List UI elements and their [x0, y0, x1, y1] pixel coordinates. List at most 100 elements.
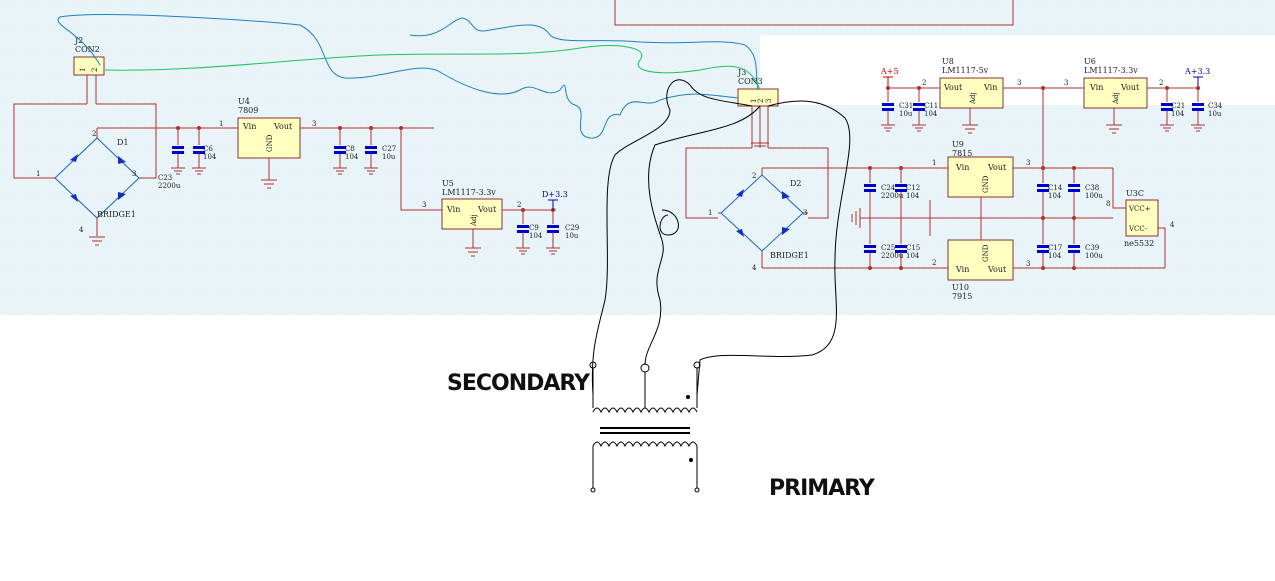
u10-vin: Vin: [955, 265, 969, 274]
u3c-name: ne5532: [1124, 239, 1154, 248]
capacitor-c9: C9 104: [516, 210, 543, 255]
capacitor-c38: C38 100u: [1068, 168, 1103, 218]
regulator-u9: U9 7815 Vin Vout GND 3: [947, 140, 1030, 218]
u3c-vccn: VCC-: [1128, 225, 1148, 233]
left-supply-section: J2 CON2 1 2 D1 BRIDGE1 1 2 3 4: [13, 36, 579, 257]
c38-ref: C38: [1085, 184, 1099, 192]
u8-pin3: 3: [1017, 79, 1021, 87]
c17-ref: C17: [1048, 244, 1062, 252]
d2-pin4: 4: [752, 264, 757, 272]
c11-value: 104: [924, 110, 938, 118]
u5-name: LM1117-3.3v: [442, 188, 496, 197]
u9-name: 7815: [952, 149, 972, 158]
c9-value: 104: [529, 232, 543, 240]
u5-vout: Vout: [477, 205, 497, 214]
d1-pin2: 2: [92, 130, 96, 138]
c31-ref: C31: [899, 102, 913, 110]
u6-vout: Vout: [1120, 83, 1140, 92]
u6-vin: Vin: [1089, 83, 1103, 92]
u4-ref: U4: [238, 97, 250, 106]
d2-pin2: 2: [752, 172, 756, 180]
c15-value: 104: [906, 252, 920, 260]
d1-ref: D1: [117, 138, 129, 147]
c23-ref: C23: [158, 174, 172, 182]
capacitor-c23: C23 2200u: [158, 128, 185, 190]
j3-ref: J3: [737, 68, 746, 77]
u6-adj: Adj: [1112, 92, 1120, 105]
u6-name: LM1117-3.3v: [1084, 66, 1138, 75]
analog-logic-rails-section: A+5 A+3.3 U8 LM1117-5v Vout Vin Adj 2 3 …: [880, 57, 1223, 134]
u8-name: LM1117-5v: [942, 66, 989, 75]
c39-ref: C39: [1085, 244, 1099, 252]
capacitor-c39: C39 100u: [1068, 218, 1103, 268]
u4-name: 7809: [238, 106, 258, 115]
primary-label: PRIMARY: [769, 476, 876, 501]
c6-value: 104: [203, 153, 217, 161]
erased-patch: [760, 35, 1275, 105]
c24-value: 2200u: [881, 192, 904, 200]
u5-pin2: 2: [517, 201, 521, 209]
u3c-vccp: VCC+: [1128, 205, 1151, 213]
c12-ref: C12: [906, 184, 920, 192]
c12-value: 104: [906, 192, 920, 200]
u6-ref: U6: [1084, 57, 1096, 66]
u4-vin: Vin: [242, 122, 256, 131]
c29-ref: C29: [565, 224, 579, 232]
d2-ref: D2: [790, 179, 802, 188]
d1-pin1: 1: [36, 170, 40, 178]
u9-pin1: 1: [932, 159, 936, 167]
primary-winding: [592, 441, 698, 448]
u10-ref: U10: [952, 283, 969, 292]
capacitor-c21: C21 104: [1160, 88, 1185, 132]
hand-drawn-wires: [57, 14, 851, 396]
green-hand-wire: [104, 45, 761, 91]
capacitor-c34: C34 10u: [1191, 88, 1223, 132]
bridge-d1: D1 BRIDGE1 1 2 3 4: [14, 128, 156, 236]
black-hand-wire-right: [696, 100, 851, 396]
u3c-ref: U3C: [1126, 189, 1144, 198]
c39-value: 100u: [1085, 252, 1103, 260]
d2-pin3: 3: [803, 209, 807, 217]
c38-value: 100u: [1085, 192, 1103, 200]
u10-name: 7915: [952, 292, 972, 301]
j2-ref: J2: [74, 36, 83, 45]
c14-ref: C14: [1048, 184, 1063, 192]
rail-a33-label: A+3.3: [1184, 67, 1210, 76]
u6-pin2: 2: [1159, 79, 1163, 87]
u9-pin3: 3: [1026, 159, 1030, 167]
rail-d33-label: D+3.3: [542, 190, 568, 199]
d1-pin4: 4: [79, 226, 84, 234]
c14-value: 104: [1048, 192, 1062, 200]
u4-vout: Vout: [273, 122, 293, 131]
capacitor-c14: C14 104: [1037, 168, 1063, 218]
frame-border: [614, 0, 1014, 26]
capacitor-c6: C6 104: [192, 128, 217, 175]
c9-ref: C9: [529, 224, 539, 232]
c27-ref: C27: [382, 145, 396, 153]
j2-pin2: 2: [91, 68, 99, 72]
d1-name: BRIDGE1: [97, 210, 136, 219]
d2-name: BRIDGE1: [770, 251, 809, 260]
capacitor-c17: C17 104: [1037, 218, 1062, 268]
capacitor-c15: C15 104: [895, 218, 920, 268]
c21-ref: C21: [1171, 102, 1185, 110]
j2-name: CON2: [75, 45, 100, 54]
u10-pin2: 2: [932, 259, 936, 267]
transformer-sketch: SECONDARY PRIMARY: [447, 361, 877, 501]
u9-vout: Vout: [987, 163, 1007, 172]
c25-ref: C25: [881, 244, 895, 252]
u9-ref: U9: [952, 140, 964, 149]
u8-ref: U8: [942, 57, 954, 66]
u8-pin2: 2: [922, 79, 926, 87]
capacitor-c24: C24 2200u: [864, 168, 904, 218]
analog-supply-section: J3 CON3 1 2 3 D2 BRIDGE1 1 2 3 4: [685, 68, 1175, 301]
c21-value: 104: [1171, 110, 1185, 118]
u5-adj: Adj: [470, 214, 478, 227]
c29-value: 10u: [565, 232, 579, 240]
capacitor-c27: C27 10u: [364, 128, 396, 175]
ground-icon: [89, 236, 105, 246]
c8-ref: C8: [345, 145, 355, 153]
j3-pin1: 1: [750, 99, 758, 103]
black-hand-wire-left: [591, 79, 753, 396]
